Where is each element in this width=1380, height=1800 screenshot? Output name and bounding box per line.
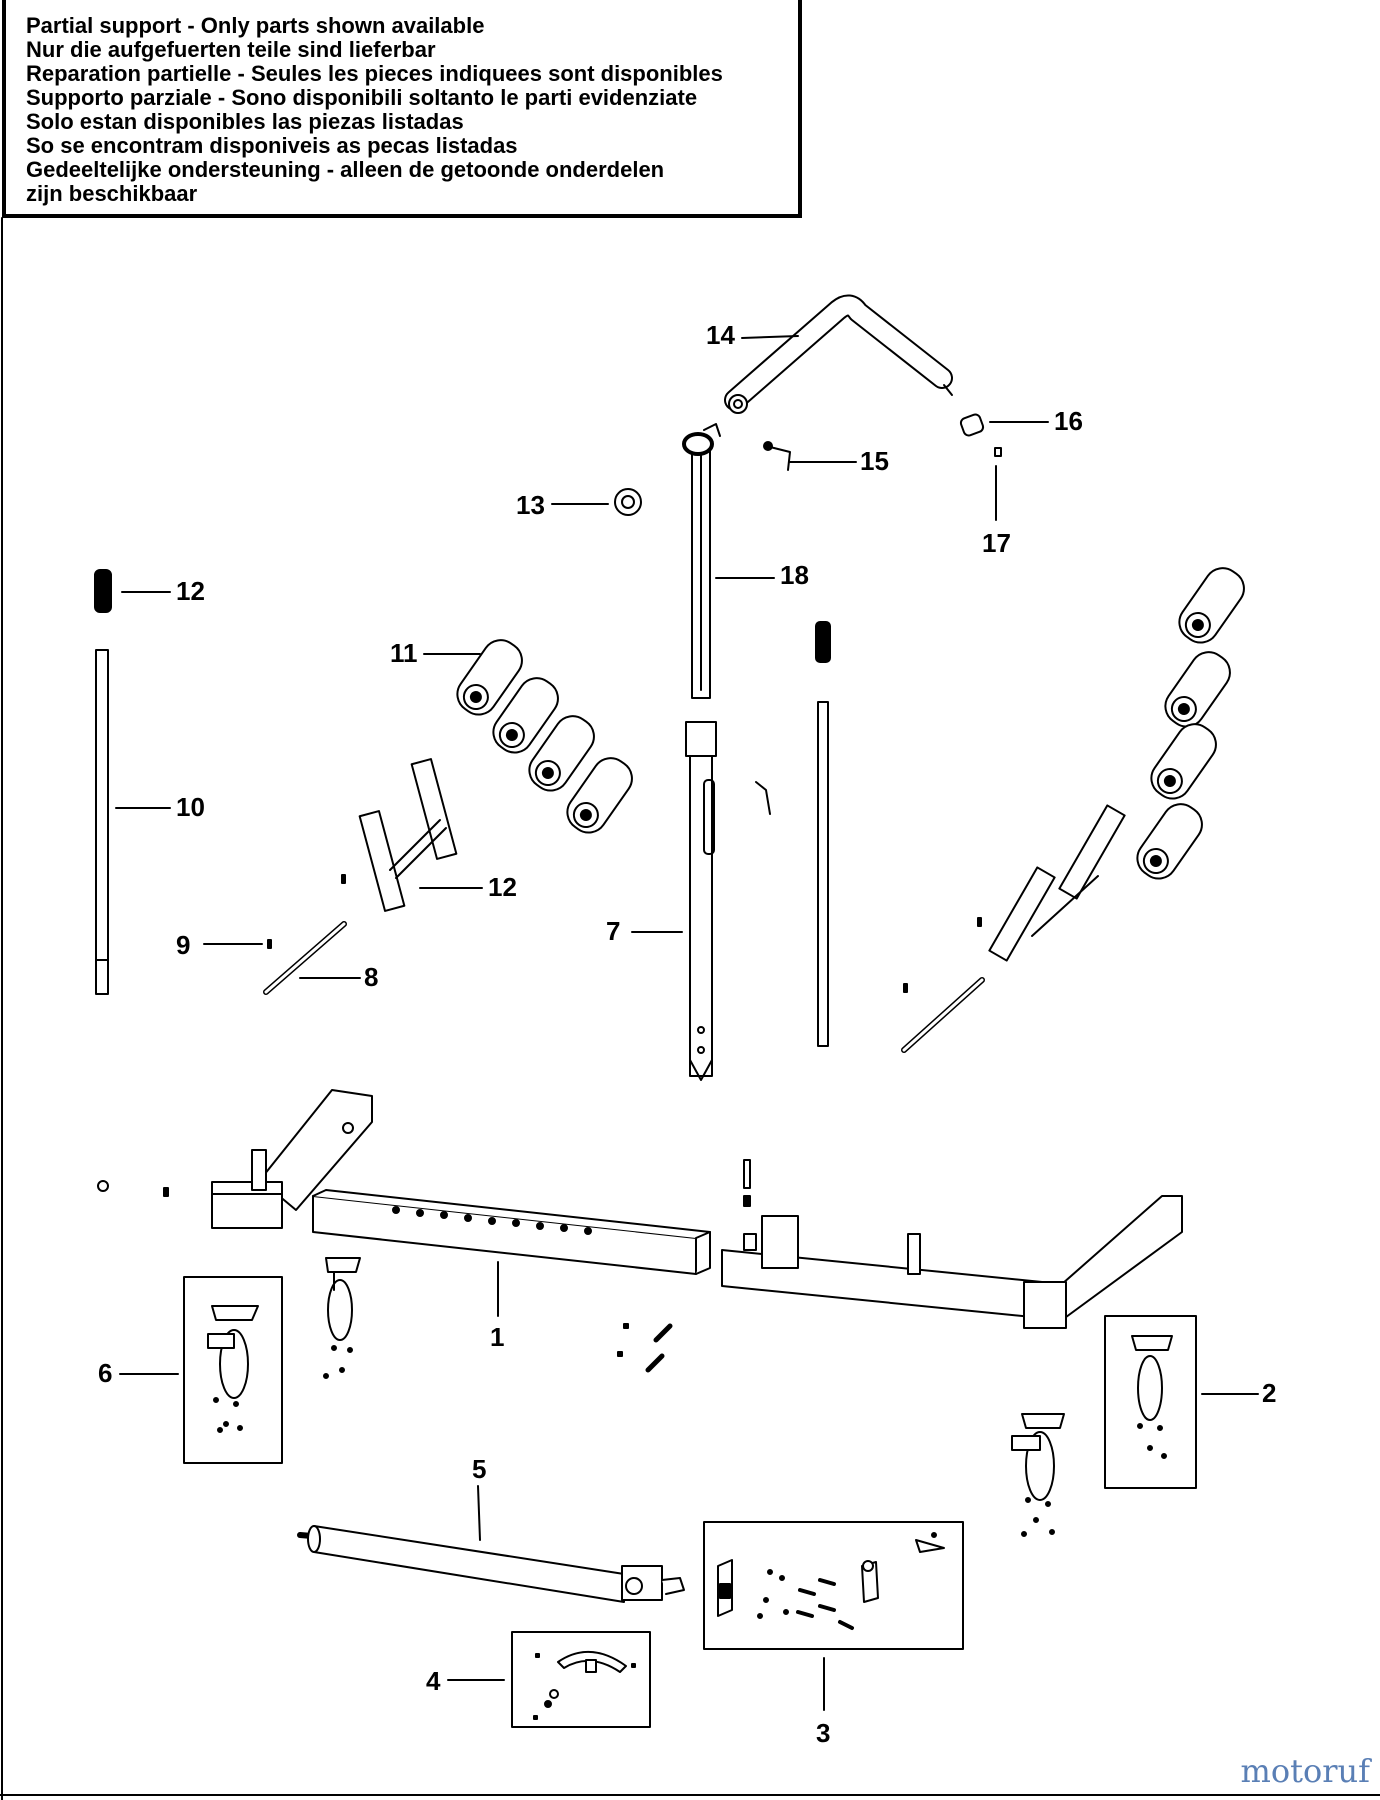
part-outfeed-roller — [297, 1525, 685, 1603]
part-pin-b — [267, 939, 272, 949]
part-caster-locking-left — [207, 1305, 259, 1433]
callout-17: 17 — [982, 528, 1011, 558]
callout-6: 6 — [98, 1358, 112, 1388]
part-pins — [617, 1323, 673, 1373]
notice-line-it: Supporto parziale - Sono disponibili sol… — [26, 85, 698, 110]
part-cable-clip — [533, 1650, 636, 1720]
part-hardware-kit — [717, 1532, 945, 1630]
callout-18: 18 — [780, 560, 809, 590]
notice-line-pt: So se encontram disponiveis as pecas lis… — [26, 133, 518, 158]
callout-9: 9 — [176, 930, 190, 960]
callout-15: 15 — [860, 446, 889, 476]
callout-13: 13 — [516, 490, 545, 520]
callout-12-grip: 12 — [176, 576, 205, 606]
callout-1: 1 — [490, 1322, 504, 1352]
part-rollers-right — [1136, 567, 1245, 880]
part-rollers-left — [456, 639, 633, 834]
part-base-right — [721, 1159, 1183, 1329]
part-caster-locking-right — [1011, 1413, 1065, 1537]
callout-3: 3 — [816, 1718, 830, 1748]
part-lower-post — [685, 721, 717, 1081]
callout-16: 16 — [1054, 406, 1083, 436]
callout-2: 2 — [1262, 1378, 1276, 1408]
part-nut — [614, 488, 642, 516]
notice-line-nl-cont: zijn beschikbaar — [26, 181, 198, 206]
part-pin-c — [977, 917, 982, 927]
notice-line-fr: Reparation partielle - Seules les pieces… — [26, 61, 723, 86]
footer-border — [0, 1794, 1380, 1796]
part-rod — [95, 649, 109, 995]
part-hardware-box — [703, 1521, 964, 1650]
part-caster-right — [1131, 1335, 1173, 1459]
part-center-rod — [815, 621, 831, 1047]
part-handle-tube — [724, 294, 953, 414]
part-upper-post — [682, 423, 721, 699]
part-perforated-beam — [312, 1189, 711, 1275]
part-caster-box-left — [183, 1276, 283, 1464]
callout-12-bracket: 12 — [488, 872, 517, 902]
part-roller-bracket-right — [988, 804, 1126, 962]
part-base-left — [211, 1089, 373, 1229]
leader-lines — [115, 335, 1259, 1711]
notice-line-de: Nur die aufgefuerten teile sind lieferba… — [26, 37, 436, 62]
part-nut-small — [97, 1180, 109, 1192]
part-post-lever — [755, 781, 771, 815]
part-sleeve — [959, 413, 985, 437]
part-pin-a — [341, 874, 346, 884]
part-small-pin — [994, 447, 1002, 457]
part-roller-bracket-left — [358, 758, 458, 912]
part-clip-box — [511, 1631, 651, 1728]
callout-10: 10 — [176, 792, 205, 822]
part-caster-box-right — [1104, 1315, 1197, 1489]
notice-line-nl: Gedeeltelijke ondersteuning - alleen de … — [26, 157, 665, 182]
callout-7: 7 — [606, 916, 620, 946]
part-caster-free — [323, 1257, 361, 1379]
callout-14: 14 — [706, 320, 735, 350]
callout-5: 5 — [472, 1454, 486, 1484]
partial-support-notice: Partial support - Only parts shown avail… — [2, 0, 802, 218]
watermark-logo: motoruf — [1240, 1752, 1370, 1790]
part-rubber-grip — [94, 569, 112, 613]
callout-11: 11 — [390, 638, 418, 668]
part-pin-e — [163, 1187, 169, 1197]
callout-8: 8 — [364, 962, 378, 992]
part-pin-d — [903, 983, 908, 993]
callout-4: 4 — [426, 1666, 441, 1696]
part-clamp-lever — [763, 441, 791, 471]
notice-line-en: Partial support - Only parts shown avail… — [26, 13, 485, 38]
notice-line-es: Solo estan disponibles las piezas listad… — [26, 109, 464, 134]
